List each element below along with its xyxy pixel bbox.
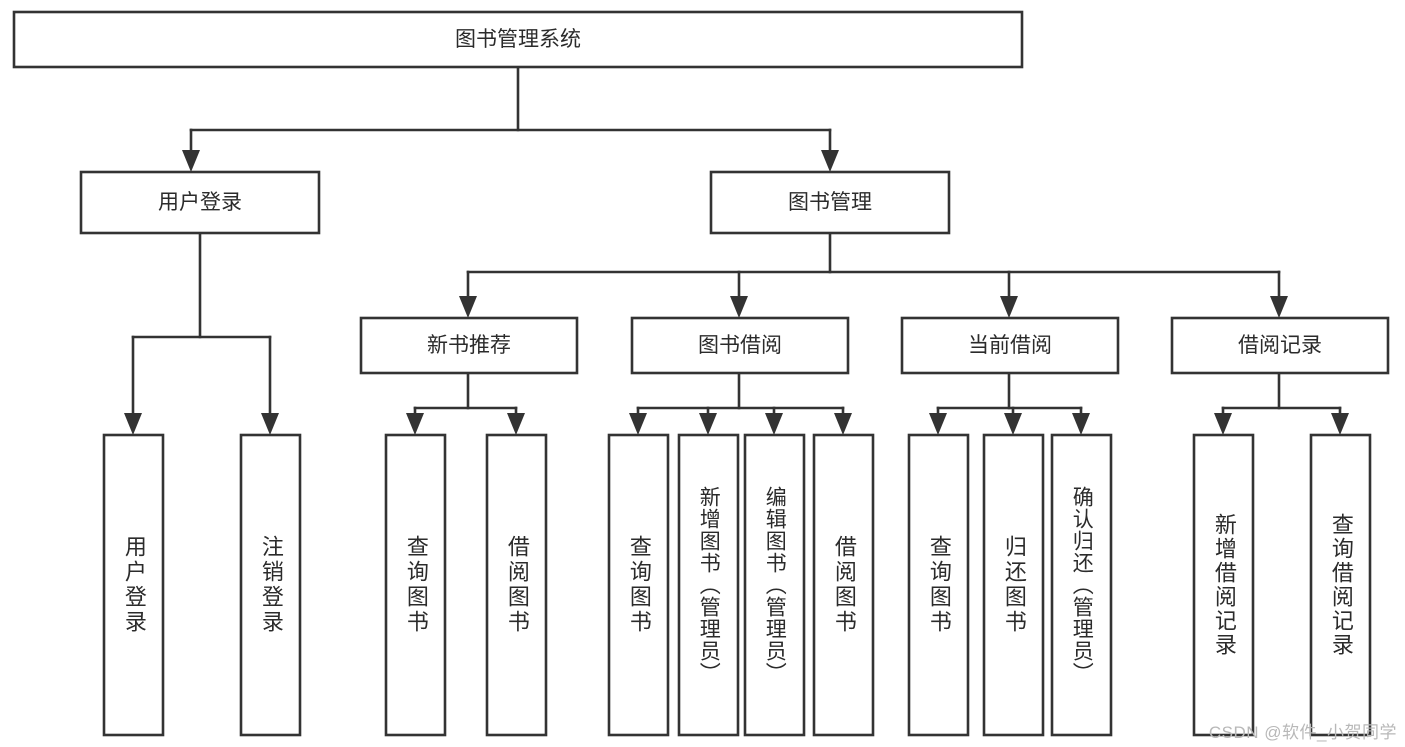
level1-node-0-box[interactable] [79,170,321,235]
connector-arrow-icon [1331,413,1349,435]
connector-arrow-icon [507,413,525,435]
leaf-node-11-box[interactable] [1192,433,1255,737]
connector-arrow-icon [1004,413,1022,435]
level1-node-0-label: 用户登录 [158,191,242,214]
connector-arrow-icon [1000,296,1018,318]
connector-arrow-icon [929,413,947,435]
leaf-node-7-box[interactable] [812,433,875,737]
level2-node-1-label: 图书借阅 [698,334,782,357]
level1-node-1-label: 图书管理 [788,191,872,214]
leaf-node-3-box[interactable] [485,433,548,737]
connector-arrow-icon [406,413,424,435]
connector-arrow-icon [1270,296,1288,318]
level1-node-1-box[interactable] [709,170,951,235]
connector-arrow-icon [821,150,839,172]
connector-arrow-icon [124,413,142,435]
level2-node-2-label: 当前借阅 [968,334,1052,357]
level2-node-3-label: 借阅记录 [1238,334,1322,357]
level2-node-0-label: 新书推荐 [427,334,511,357]
watermark-text: CSDN @软件_小贺同学 [1208,723,1397,742]
level2-node-0-box[interactable] [359,316,579,375]
leaf-node-9-box[interactable] [982,433,1045,737]
leaf-node-10-box[interactable] [1050,433,1113,737]
connector-arrow-icon [459,296,477,318]
leaf-node-12-box[interactable] [1309,433,1372,737]
connector-arrow-icon [629,413,647,435]
leaf-node-4-box[interactable] [607,433,670,737]
connector-arrow-icon [261,413,279,435]
leaf-node-5-box[interactable] [677,433,740,737]
level2-node-1-box[interactable] [630,316,850,375]
level2-node-3-box[interactable] [1170,316,1390,375]
connectors-layer [124,65,1349,435]
leaf-node-0-box[interactable] [102,433,165,737]
root-node-label: 图书管理系统 [455,28,581,51]
leaf-node-6-box[interactable] [743,433,806,737]
connector-arrow-icon [182,150,200,172]
level2-node-2-box[interactable] [900,316,1120,375]
connector-arrow-icon [1214,413,1232,435]
leaf-node-2-box[interactable] [384,433,447,737]
leaf-node-1-box[interactable] [239,433,302,737]
connector-arrow-icon [730,296,748,318]
connector-arrow-icon [765,413,783,435]
connector-arrow-icon [1072,413,1090,435]
connector-arrow-icon [834,413,852,435]
boxes-layer [12,10,1390,737]
leaf-node-8-box[interactable] [907,433,970,737]
root-node-box[interactable] [12,10,1024,69]
connector-arrow-icon [699,413,717,435]
